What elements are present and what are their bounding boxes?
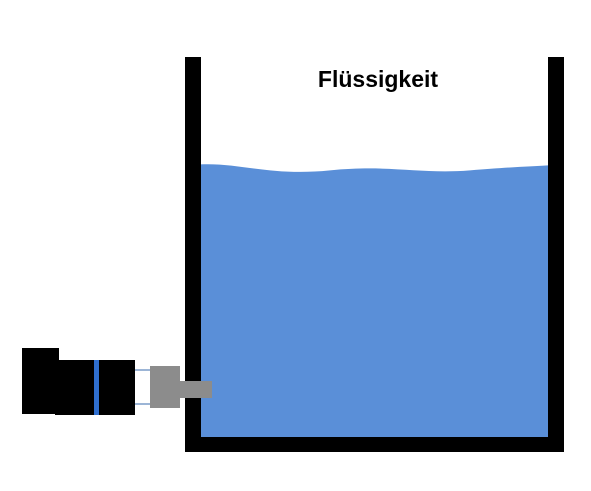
sensor-mount <box>150 366 180 408</box>
sensor-barrel <box>55 360 95 415</box>
tank-left-wall <box>185 57 201 452</box>
liquid-fill <box>200 164 548 437</box>
liquid-label: Flüssigkeit <box>318 66 438 92</box>
sensor-housing <box>22 348 59 414</box>
level-sensor-icon <box>22 348 212 415</box>
sensor-band <box>94 360 99 415</box>
sensor-lens <box>99 360 135 415</box>
tank-bottom <box>185 437 564 452</box>
tank-right-wall <box>548 57 564 452</box>
